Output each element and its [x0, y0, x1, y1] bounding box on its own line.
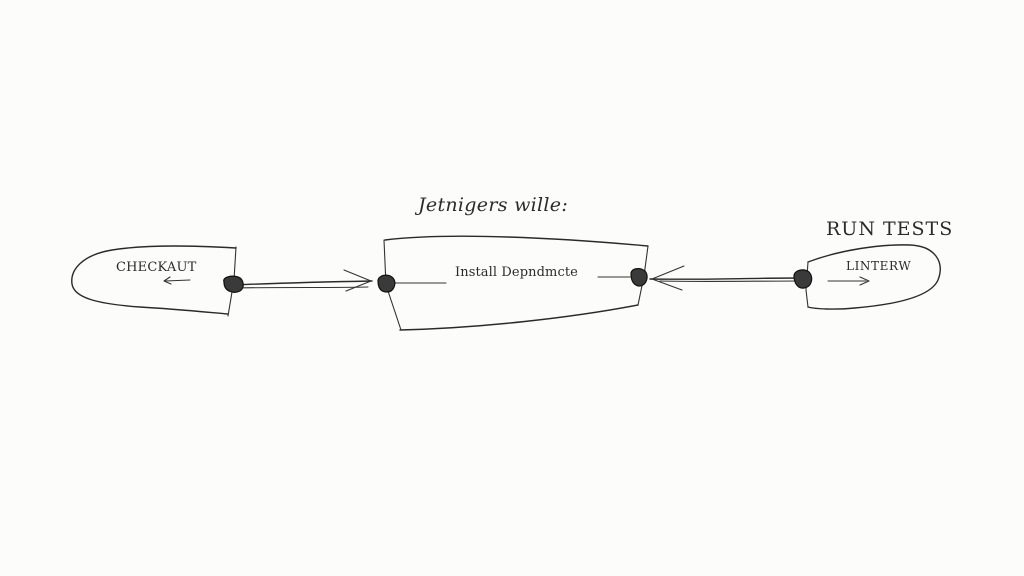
joint-install-right	[630, 268, 648, 287]
checkout-node	[71, 245, 237, 317]
install-node	[377, 235, 649, 331]
install-dependencies-label: Install Depndmcte	[455, 265, 578, 280]
edge-runtests-install	[649, 265, 801, 291]
checkout-label: CHECKAUT	[116, 260, 197, 275]
joint-left	[223, 275, 244, 293]
joint-install-left	[377, 274, 396, 293]
lint-label: LINTERW	[846, 259, 912, 273]
diagram-title: Jetnigers wille:	[418, 194, 569, 216]
run-tests-label: RUN TESTS	[826, 218, 954, 240]
runtests-node	[793, 244, 941, 310]
joint-right	[793, 269, 813, 289]
edge-checkout-install	[223, 269, 373, 293]
